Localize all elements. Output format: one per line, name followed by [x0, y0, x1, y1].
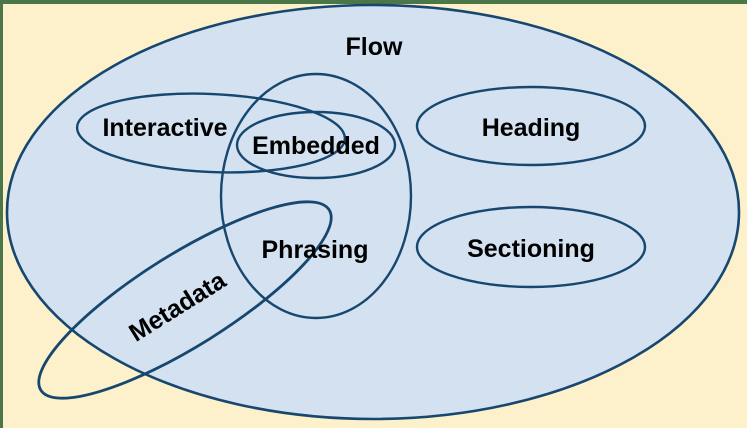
page-border-top	[0, 0, 747, 4]
embedded-label: Embedded	[252, 132, 380, 160]
metadata-ellipse	[37, 200, 333, 400]
interactive-ellipse	[75, 92, 347, 174]
flow-label: Flow	[346, 33, 403, 61]
interactive-label: Interactive	[102, 114, 227, 142]
heading-label: Heading	[482, 114, 581, 142]
page-border-left	[0, 0, 3, 428]
phrasing-label: Phrasing	[262, 236, 369, 264]
heading-ellipse	[415, 85, 647, 167]
sectioning-ellipse	[415, 205, 647, 289]
flow-ellipse	[5, 3, 741, 421]
sectioning-label: Sectioning	[467, 235, 595, 263]
embedded-ellipse	[235, 110, 397, 180]
phrasing-ellipse	[219, 72, 413, 320]
